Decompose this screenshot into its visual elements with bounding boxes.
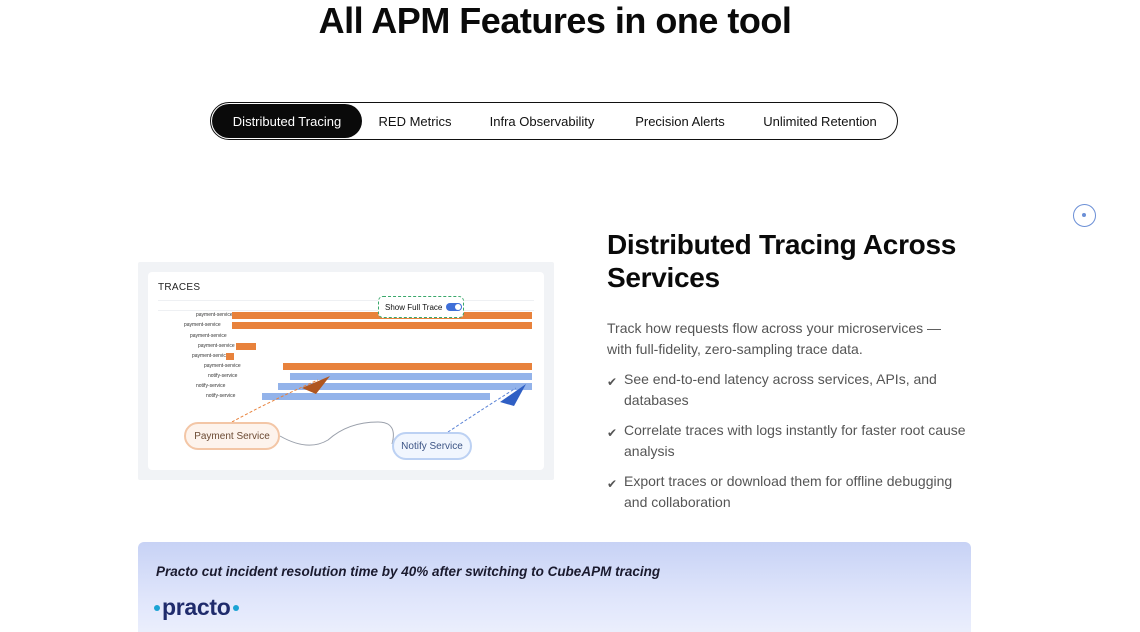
trace-bar xyxy=(290,373,532,380)
trace-bar xyxy=(236,343,256,350)
trace-bar xyxy=(278,383,532,390)
case-study-text: Practo cut incident resolution time by 4… xyxy=(156,564,661,579)
trace-row-label: notify-service xyxy=(208,373,238,379)
trace-bar xyxy=(232,322,532,329)
grid-line xyxy=(158,310,534,311)
trace-row-label: payment-service xyxy=(184,322,221,328)
list-item: ✔ See end-to-end latency across services… xyxy=(607,369,977,411)
grid-line xyxy=(158,300,534,301)
toggle-switch-icon[interactable] xyxy=(446,303,463,311)
check-icon: ✔ xyxy=(607,477,618,491)
trace-row-label: notify-service xyxy=(196,383,226,389)
trace-row-label: payment-service xyxy=(196,312,233,318)
toggle-label: Show Full Trace xyxy=(385,302,443,312)
feature-tabs: Distributed Tracing RED Metrics Infra Ob… xyxy=(210,102,898,140)
scroll-indicator-icon[interactable] xyxy=(1073,204,1096,227)
show-full-trace-toggle[interactable]: Show Full Trace xyxy=(378,296,464,318)
case-study-card: Practo cut incident resolution time by 4… xyxy=(138,542,971,632)
feature-bullet-list: ✔ See end-to-end latency across services… xyxy=(607,369,977,522)
notify-service-pill: Notify Service xyxy=(392,432,472,460)
trace-row-label: payment-service xyxy=(190,333,227,339)
tab-precision-alerts[interactable]: Precision Alerts xyxy=(635,113,725,129)
logo-dot-icon xyxy=(154,604,160,611)
list-item: ✔ Correlate traces with logs instantly f… xyxy=(607,420,977,462)
page-title: All APM Features in one tool xyxy=(318,0,792,41)
check-icon: ✔ xyxy=(607,375,618,389)
traces-screenshot-panel: TRACES payment-service payment-service p… xyxy=(148,272,544,470)
traces-label: TRACES xyxy=(158,282,201,293)
section-title: Distributed Tracing Across Services xyxy=(607,229,957,293)
trace-bar xyxy=(226,353,234,360)
bullet-text: Export traces or download them for offli… xyxy=(624,473,953,510)
trace-bar xyxy=(283,363,532,370)
trace-row-label: payment-service xyxy=(192,353,229,359)
logo-dot-icon xyxy=(232,604,239,611)
traces-screenshot: TRACES payment-service payment-service p… xyxy=(138,262,554,480)
check-icon: ✔ xyxy=(607,426,618,440)
bullet-text: Correlate traces with logs instantly for… xyxy=(624,422,966,459)
section-description: Track how requests flow across your micr… xyxy=(607,320,942,357)
tab-unlimited-retention[interactable]: Unlimited Retention xyxy=(763,113,877,129)
list-item: ✔ Export traces or download them for off… xyxy=(607,471,977,513)
bullet-text: See end-to-end latency across services, … xyxy=(624,371,937,408)
logo-text: practo xyxy=(162,594,231,620)
tab-infra-observability[interactable]: Infra Observability xyxy=(489,113,595,129)
tab-distributed-tracing[interactable]: Distributed Tracing xyxy=(212,104,362,138)
payment-service-pill: Payment Service xyxy=(184,422,280,450)
practo-logo: practo xyxy=(154,594,239,621)
trace-bar xyxy=(262,393,490,400)
trace-row-label: notify-service xyxy=(206,393,236,399)
trace-row-label: payment-service xyxy=(198,343,235,349)
flow-connector-icon xyxy=(231,376,526,446)
tab-red-metrics[interactable]: RED Metrics xyxy=(378,113,452,129)
trace-row-label: payment-service xyxy=(204,363,241,369)
